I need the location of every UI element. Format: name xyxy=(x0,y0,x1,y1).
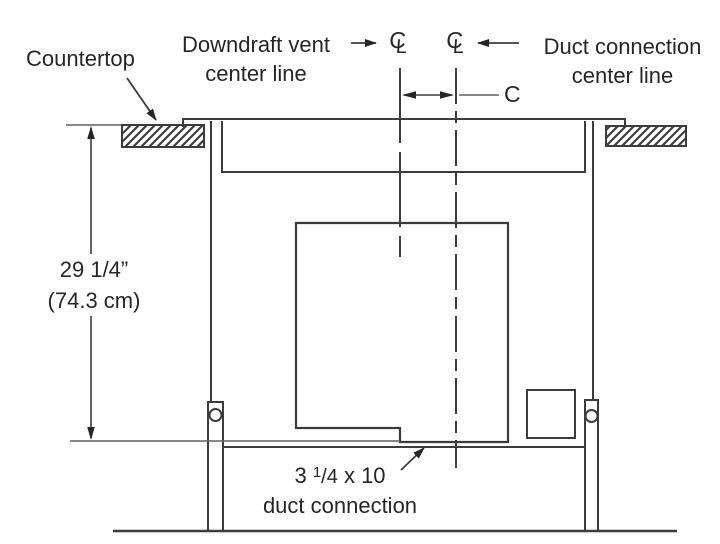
duct-size-numerator: 1 xyxy=(312,464,322,481)
leg-bolt-right xyxy=(584,409,599,423)
duct-size-denominator: /4 xyxy=(321,466,338,488)
duct-connection-label: duct connection xyxy=(262,493,418,518)
height-dimension-label: 29 1/4” (74.3 cm) xyxy=(21,254,167,316)
centerline-symbol-l: L xyxy=(452,36,465,58)
duct-centerline-label-line2: center line xyxy=(571,63,674,89)
vent-top-flange xyxy=(182,118,626,127)
height-dim-arrow-down xyxy=(87,427,95,440)
countertop-label: Countertop xyxy=(26,46,135,71)
downdraft-centerline-label-line1: Downdraft vent xyxy=(182,32,330,57)
downdraft-centerline-label: Downdraft vent center line xyxy=(160,30,352,89)
duct-centerline-label-line1: Duct connection xyxy=(543,34,702,59)
offset-arrow-right xyxy=(440,91,454,99)
duct-size-label: 3 1/4 x 10 xyxy=(250,461,430,491)
countertop-leader-arrow xyxy=(126,77,157,121)
height-dimension-cm: (74.3 cm) xyxy=(47,288,141,313)
countertop-right-section xyxy=(605,125,687,147)
duct-size-leader-arrow xyxy=(400,447,425,471)
centerline-symbol-downdraft: C L xyxy=(388,27,417,63)
duct-centerline-label: Duct connection center line xyxy=(520,32,720,91)
countertop-left-section xyxy=(121,124,205,148)
junction-box xyxy=(526,389,576,439)
height-dimension-inches: 29 1/4” xyxy=(59,257,129,282)
offset-arrow-left xyxy=(402,91,416,99)
downdraft-centerline-label-line2: center line xyxy=(205,61,307,87)
offset-c-label: C xyxy=(504,81,521,107)
recessed-pan xyxy=(221,121,586,173)
duct-size-whole: 3 xyxy=(294,463,307,488)
duct-size-rest: x 10 xyxy=(337,463,386,488)
centerline-symbol-l: L xyxy=(395,36,408,58)
leg-bolt-left xyxy=(208,408,223,422)
downdraft-unit-body xyxy=(294,221,510,444)
centerline-symbol-duct: C L xyxy=(445,27,474,63)
height-dim-arrow-up xyxy=(87,126,95,139)
